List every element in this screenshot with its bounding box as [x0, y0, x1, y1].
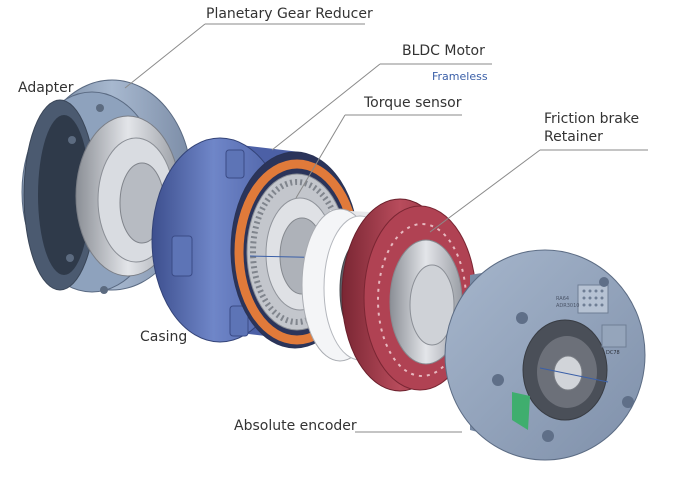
retainer-label: Retainer: [544, 129, 603, 145]
adapter-label: Adapter: [18, 80, 74, 96]
planetary-gear-reducer-label: Planetary Gear Reducer: [206, 6, 373, 22]
frameless-label: Frameless: [432, 70, 488, 83]
bldc-motor-label: BLDC Motor: [402, 43, 485, 59]
leader-brake: [429, 149, 541, 233]
leader-bldc: [271, 63, 381, 151]
encoder-code2-text: ADR3010: [556, 303, 579, 309]
friction-brake-label: Friction brake: [544, 111, 640, 127]
encoder-code-text: RA64: [556, 296, 569, 302]
casing-label: Casing: [140, 329, 188, 345]
leader-lines: [124, 23, 648, 433]
torque-sensor-label: Torque sensor: [364, 95, 462, 111]
encoder-side-text: DC78: [606, 350, 620, 356]
leader-planetary: [124, 23, 206, 89]
adapter-part: [21, 79, 193, 294]
leader-torque: [295, 114, 346, 199]
absolute-encoder-label: Absolute encoder: [234, 418, 357, 434]
absolute-encoder-part: RA64 ADR3010 DC78: [444, 249, 646, 461]
